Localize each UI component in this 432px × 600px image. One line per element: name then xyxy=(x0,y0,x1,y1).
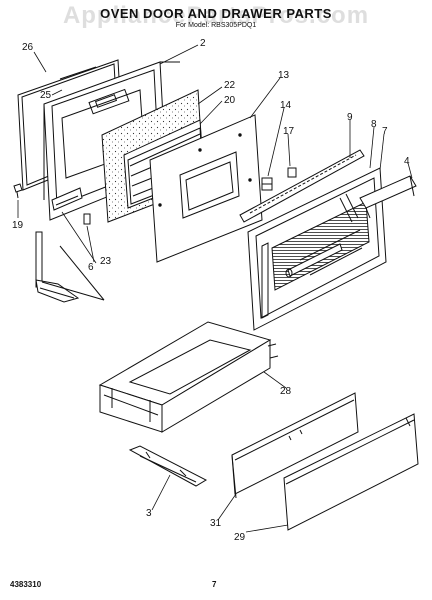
callout-8: 8 xyxy=(371,119,377,130)
callout-2: 2 xyxy=(200,38,206,49)
callout-22: 22 xyxy=(224,80,236,91)
callout-19: 19 xyxy=(12,220,24,231)
callout-7: 7 xyxy=(382,126,388,137)
door-trim-strip xyxy=(239,149,365,223)
drawer-slide xyxy=(128,445,208,487)
callout-29: 29 xyxy=(234,532,246,543)
door-hinge xyxy=(35,231,105,303)
drawer-front-panel xyxy=(283,413,419,531)
page-number: 7 xyxy=(212,580,217,589)
callout-4: 4 xyxy=(404,156,410,167)
callout-17: 17 xyxy=(283,126,295,137)
lower-bracket xyxy=(51,187,83,211)
page-title: OVEN DOOR AND DRAWER PARTS xyxy=(100,6,332,21)
hinge-clip xyxy=(83,213,91,225)
callout-20: 20 xyxy=(224,95,236,106)
drawer xyxy=(98,321,279,433)
callout-9: 9 xyxy=(347,112,353,123)
hinge-bracket xyxy=(261,177,273,191)
callout-31: 31 xyxy=(210,518,222,529)
doc-number: 4383310 xyxy=(10,580,42,589)
drawer-back-panel xyxy=(231,392,359,499)
callout-13: 13 xyxy=(278,70,290,81)
callout-28: 28 xyxy=(280,386,292,397)
callout-14: 14 xyxy=(280,100,292,111)
callout-3: 3 xyxy=(146,508,152,519)
handle-bar xyxy=(359,175,417,219)
storage-door xyxy=(247,167,387,331)
page-subtitle: For Model: RBS305PDQ1 xyxy=(175,22,257,29)
callout-23: 23 xyxy=(100,256,112,267)
inner-door-panel xyxy=(149,114,263,263)
screw xyxy=(13,183,23,199)
callout-26: 26 xyxy=(22,42,34,53)
callout-6: 6 xyxy=(88,262,94,273)
door-handle xyxy=(285,243,343,278)
door-clip xyxy=(287,167,297,178)
leader-lines xyxy=(17,44,413,533)
callout-25: 25 xyxy=(40,90,52,101)
